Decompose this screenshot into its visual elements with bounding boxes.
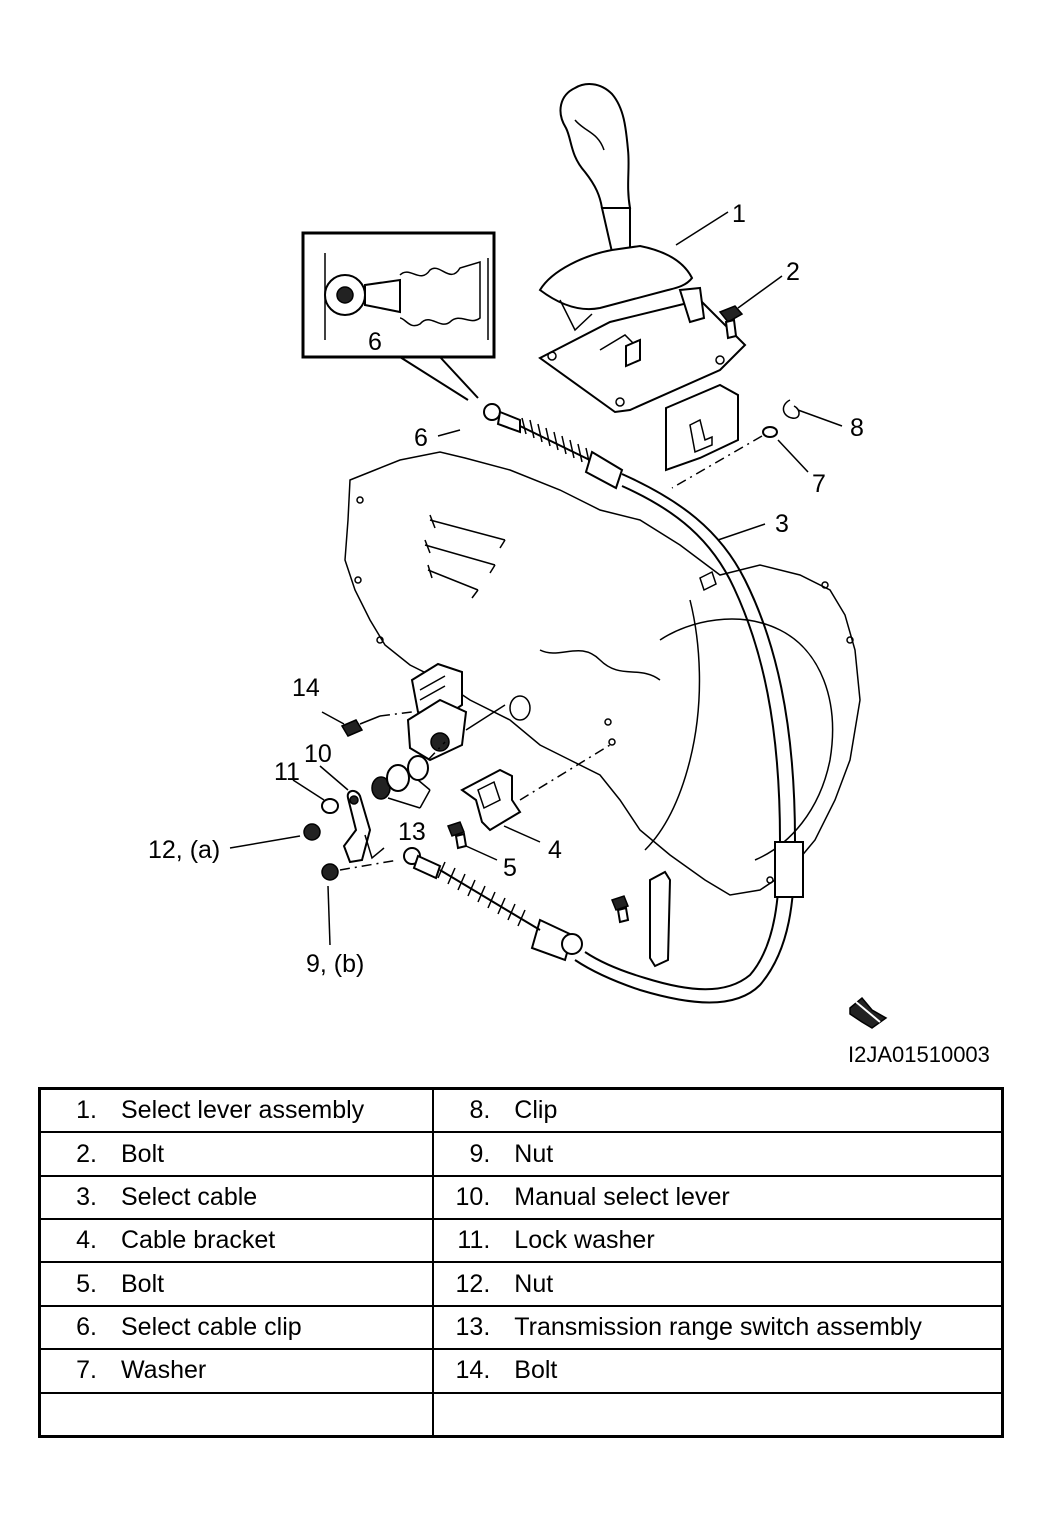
callout-11: 11 bbox=[274, 758, 300, 786]
select-lever-assembly bbox=[538, 83, 747, 472]
front-direction-arrow-icon bbox=[849, 996, 888, 1029]
legend-item-label: Transmission range switch assembly bbox=[514, 1312, 922, 1341]
clip-8 bbox=[782, 399, 800, 419]
legend-item-number: 3. bbox=[76, 1182, 97, 1211]
legend-item-number: 12. bbox=[455, 1269, 491, 1298]
bolt-14 bbox=[340, 711, 413, 737]
callout-7: 7 bbox=[812, 470, 826, 498]
legend-item-number: 8. bbox=[469, 1096, 491, 1125]
legend-item-number: 14. bbox=[455, 1356, 491, 1385]
legend-item-label: Select cable bbox=[121, 1182, 258, 1211]
callout-5: 5 bbox=[503, 854, 517, 882]
legend-item-number: 13. bbox=[455, 1312, 491, 1341]
leader-lines bbox=[229, 211, 843, 946]
callout-13: 13 bbox=[398, 818, 426, 846]
legend-row bbox=[38, 1391, 1004, 1438]
legend-row: 7. Washer 14. Bolt bbox=[38, 1348, 1004, 1394]
legend-row: 2. Bolt 9. Nut bbox=[38, 1131, 1004, 1177]
legend-cell-right: 8. Clip bbox=[432, 1087, 1004, 1134]
legend-item-label: Nut bbox=[514, 1269, 554, 1298]
legend-cell-left: 5. Bolt bbox=[38, 1261, 435, 1307]
callout-6: 6 bbox=[414, 424, 428, 452]
legend-cell-right: 11. Lock washer bbox=[432, 1218, 1004, 1264]
legend-cell-left: 2. Bolt bbox=[38, 1131, 435, 1177]
legend-item-number: 4. bbox=[76, 1226, 97, 1255]
legend-row: 5. Bolt 12. Nut bbox=[38, 1261, 1004, 1307]
legend-item-number: 9. bbox=[469, 1139, 491, 1168]
figure-code: I2JA01510003 bbox=[848, 1042, 990, 1067]
legend-item-label: Bolt bbox=[514, 1356, 558, 1385]
legend-item-label: Washer bbox=[121, 1356, 207, 1385]
manual-select-lever bbox=[342, 790, 385, 864]
nut-12 bbox=[303, 823, 321, 841]
callout-10: 10 bbox=[304, 740, 332, 768]
select-cable bbox=[403, 403, 804, 1004]
legend-cell-left: 3. Select cable bbox=[38, 1174, 435, 1221]
legend-item-label: Bolt bbox=[121, 1139, 165, 1168]
exploded-parts-diagram: 1 2 3 4 5 6 6 7 8 9, (b) 10 11 12, (a) 1… bbox=[148, 83, 990, 1067]
callout-4: 4 bbox=[548, 836, 562, 864]
callout-1: 1 bbox=[732, 200, 746, 228]
nut-9 bbox=[321, 863, 339, 881]
callout-14: 14 bbox=[292, 674, 320, 702]
legend-item-label: Nut bbox=[514, 1139, 554, 1168]
legend-item-number: 11. bbox=[457, 1226, 491, 1255]
legend-item-label: Select cable clip bbox=[121, 1312, 302, 1341]
legend-cell-right: 12. Nut bbox=[432, 1261, 1004, 1307]
legend-item-number: 5. bbox=[76, 1269, 97, 1298]
callout-6-inset: 6 bbox=[368, 328, 382, 356]
switch-washers bbox=[371, 741, 446, 809]
legend-cell-left: 4. Cable bracket bbox=[38, 1218, 435, 1264]
legend-row: 6. Select cable clip 13. Transmission range… bbox=[38, 1304, 1004, 1351]
legend-item-label: Cable bracket bbox=[121, 1226, 276, 1255]
callout-8: 8 bbox=[850, 414, 864, 442]
legend-item-number: 10. bbox=[455, 1182, 491, 1211]
legend-item-label: Lock washer bbox=[514, 1226, 655, 1255]
lock-washer-11 bbox=[321, 798, 339, 814]
legend-cell-left: 1. Select lever assembly bbox=[38, 1087, 435, 1134]
legend-cell-right: 10. Manual select lever bbox=[432, 1174, 1004, 1221]
callout-2: 2 bbox=[786, 258, 800, 286]
legend-item-label: Bolt bbox=[121, 1269, 165, 1298]
legend-item-label: Manual select lever bbox=[514, 1182, 730, 1211]
washer-7 bbox=[762, 426, 778, 438]
legend-item-number: 2. bbox=[76, 1139, 97, 1168]
callout-12: 12, (a) bbox=[148, 836, 220, 864]
legend-body: 1. Select lever assembly 8. Clip 2. Bolt 9. Nut… bbox=[38, 1087, 1004, 1438]
legend-cell-left: 6. Select cable clip bbox=[38, 1304, 435, 1351]
cable-bracket bbox=[460, 744, 611, 832]
legend-cell-right: 13. Transmission range switch assembly bbox=[432, 1304, 1004, 1351]
legend-cell-right: 9. Nut bbox=[432, 1131, 1004, 1177]
transmission-range-switch bbox=[406, 662, 506, 762]
bolt-5 bbox=[447, 821, 468, 850]
callout-9: 9, (b) bbox=[306, 950, 364, 978]
legend-item-number: 6. bbox=[76, 1312, 97, 1341]
bolt-lower bbox=[611, 870, 672, 968]
legend-item-number: 7. bbox=[76, 1356, 97, 1385]
callout-3: 3 bbox=[775, 510, 789, 538]
legend-row: 3. Select cable 10. Manual select lever bbox=[38, 1174, 1004, 1221]
parts-legend-table: 1. Select lever assembly 8. Clip 2. Bolt 9. Nut… bbox=[38, 1087, 1004, 1438]
legend-cell-left: 7. Washer bbox=[38, 1348, 435, 1394]
inset-detail-box bbox=[301, 231, 496, 401]
legend-cell-right bbox=[432, 1391, 1004, 1438]
legend-item-label: Select lever assembly bbox=[121, 1096, 365, 1125]
bolt-2 bbox=[718, 305, 744, 340]
legend-item-number: 1. bbox=[76, 1096, 97, 1125]
legend-cell-right: 14. Bolt bbox=[432, 1348, 1004, 1394]
legend-row: 1. Select lever assembly 8. Clip bbox=[38, 1087, 1004, 1134]
legend-item-label: Clip bbox=[514, 1096, 558, 1125]
legend-row: 4. Cable bracket 11. Lock washer bbox=[38, 1218, 1004, 1264]
legend-cell-left bbox=[38, 1391, 435, 1438]
